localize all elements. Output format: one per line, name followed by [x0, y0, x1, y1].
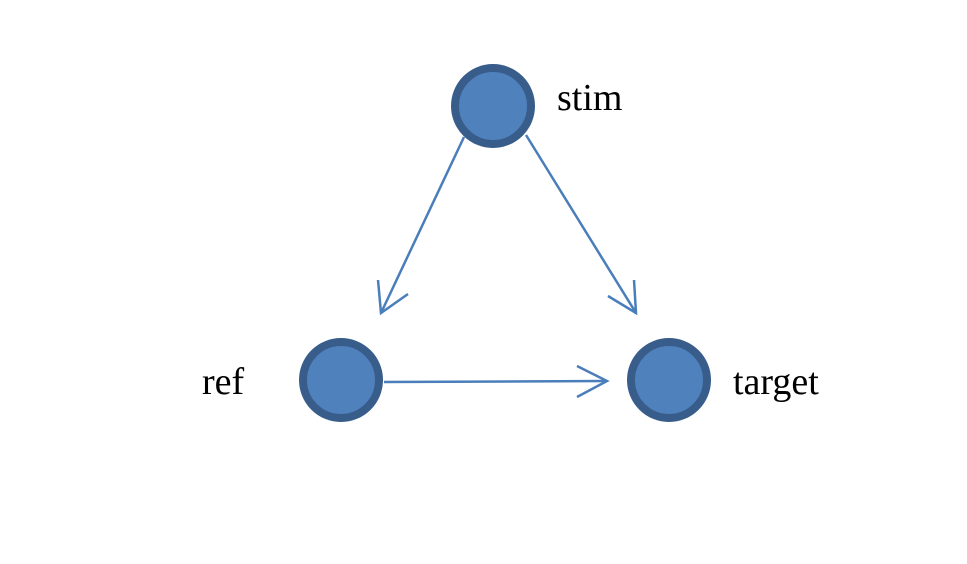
node-label-stim: stim [557, 77, 622, 119]
edge-stim-to-ref [376, 136, 466, 316]
node-stim[interactable] [451, 64, 535, 148]
node-label-ref: ref [202, 361, 245, 403]
node-target[interactable] [627, 338, 711, 422]
node-ref[interactable] [299, 338, 383, 422]
edge-stim-to-target [524, 134, 638, 316]
edge-ref-to-target [383, 364, 610, 399]
node-label-target: target [733, 361, 819, 403]
